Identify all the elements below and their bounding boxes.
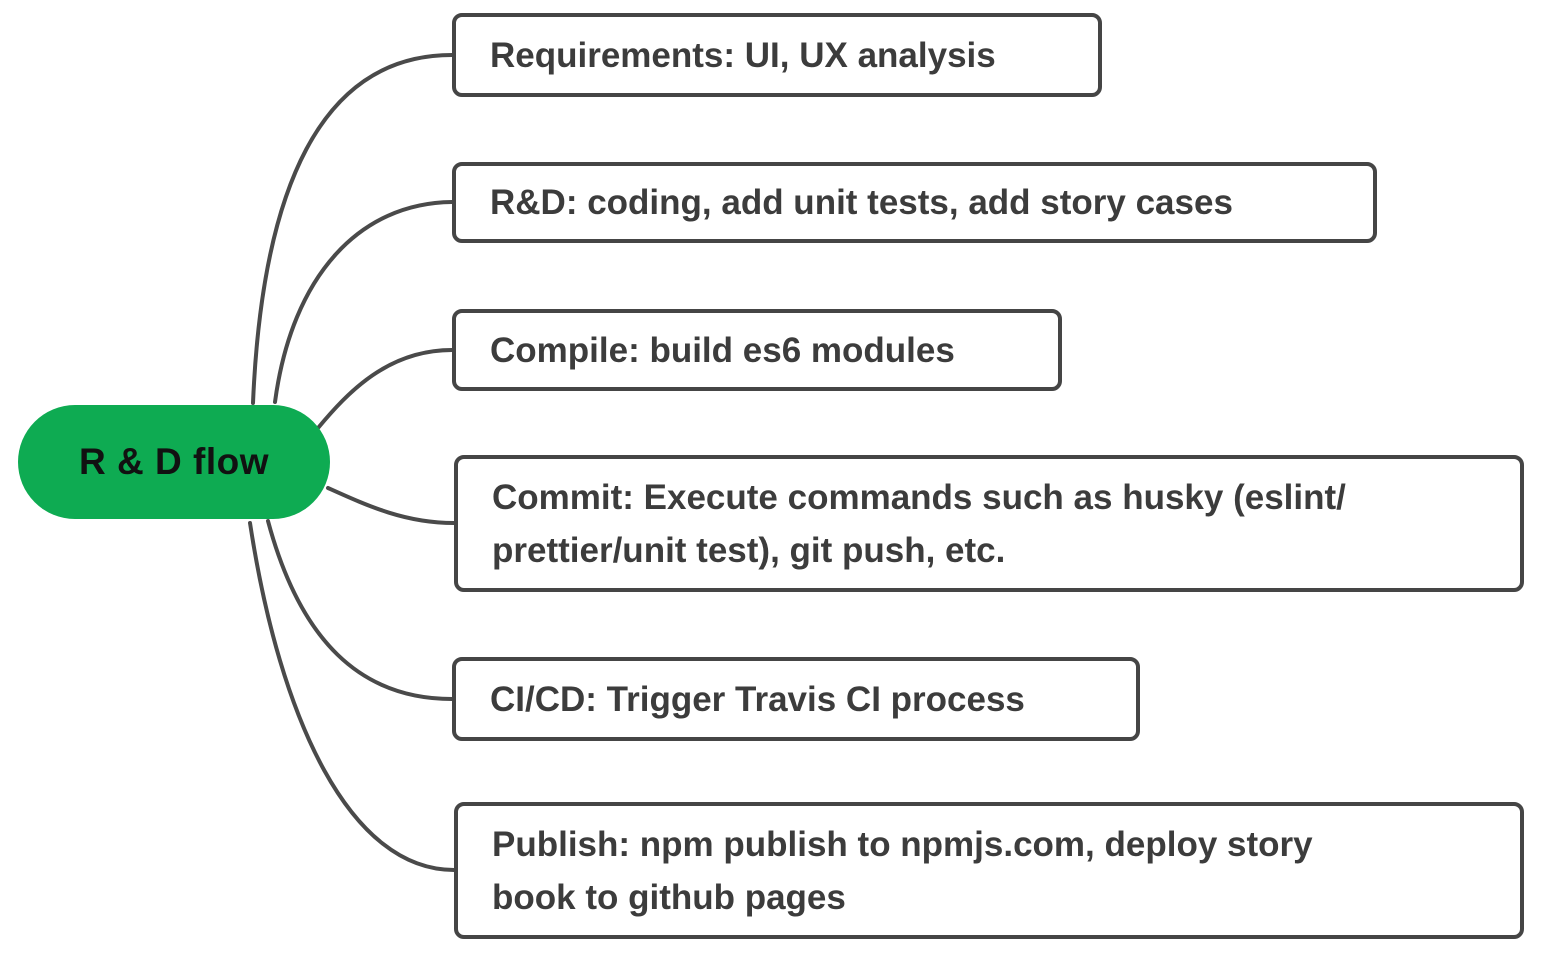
node-text-line: CI/CD: Trigger Travis CI process xyxy=(490,679,1025,719)
connector-requirements xyxy=(251,53,454,405)
node-publish[interactable]: Publish: npm publish to npmjs.com, deplo… xyxy=(454,802,1524,939)
node-text-line: Compile: build es6 modules xyxy=(490,330,955,370)
node-text-line: Publish: npm publish to npmjs.com, deplo… xyxy=(492,824,1313,864)
node-text-line: prettier/unit test), git push, etc. xyxy=(492,530,1006,570)
connector-publish xyxy=(248,521,456,872)
connector-compile xyxy=(316,348,454,430)
node-text-line: Requirements: UI, UX analysis xyxy=(490,35,996,75)
connector-cicd xyxy=(266,519,454,701)
node-rd[interactable]: R&D: coding, add unit tests, add story c… xyxy=(452,162,1377,243)
connector-rd xyxy=(273,200,454,404)
node-text-line: book to github pages xyxy=(492,877,846,917)
node-requirements[interactable]: Requirements: UI, UX analysis xyxy=(452,13,1102,97)
node-text-line: Commit: Execute commands such as husky (… xyxy=(492,477,1346,517)
root-node-label: R & D flow xyxy=(79,441,269,482)
root-node[interactable]: R & D flow xyxy=(18,405,330,519)
connector-commit xyxy=(326,486,456,525)
node-compile[interactable]: Compile: build es6 modules xyxy=(452,309,1062,391)
node-cicd[interactable]: CI/CD: Trigger Travis CI process xyxy=(452,657,1140,741)
node-commit[interactable]: Commit: Execute commands such as husky (… xyxy=(454,455,1524,592)
node-text-line: R&D: coding, add unit tests, add story c… xyxy=(490,183,1233,222)
